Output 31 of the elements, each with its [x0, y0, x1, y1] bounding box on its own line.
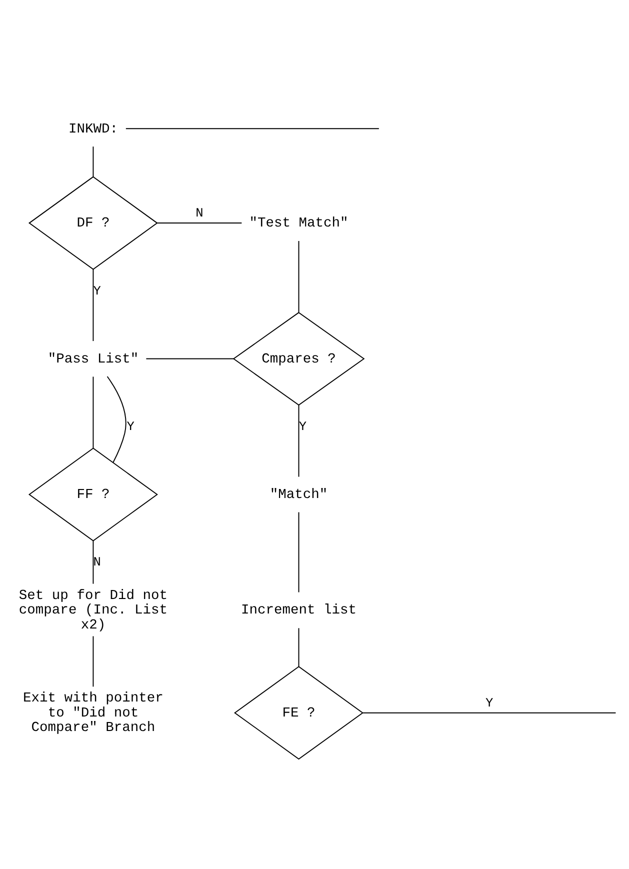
node-diamond: FE ?	[234, 666, 364, 760]
node-diamond: Cmpares ?	[232, 311, 365, 406]
connector	[146, 358, 234, 359]
connector	[92, 376, 94, 448]
node-diamond: FF ?	[28, 447, 158, 541]
node-text: "Test Match"	[249, 216, 348, 232]
node-text: INKWD:	[68, 122, 118, 137]
connector	[298, 240, 300, 312]
connector	[92, 268, 94, 342]
edge-label: N	[196, 205, 204, 220]
edge-label: Y	[93, 282, 101, 298]
connector	[106, 376, 126, 463]
connector	[298, 511, 300, 592]
edge-label: Y	[126, 418, 134, 434]
connector	[298, 404, 300, 477]
node-text: Set up for Did not compare (Inc. List x2)	[18, 588, 168, 633]
node-text: "Match"	[270, 488, 328, 503]
connector	[92, 146, 94, 177]
connector	[125, 128, 380, 129]
node-diamond: DF ?	[28, 176, 158, 270]
edge-label: Y	[485, 694, 494, 710]
node-text: Exit with pointer to "Did not Compare" Branch	[23, 691, 164, 736]
node-text: "Pass List"	[48, 352, 139, 367]
connector	[362, 712, 616, 713]
connector	[92, 540, 94, 584]
connector	[298, 627, 300, 666]
connector	[156, 222, 242, 224]
node-text: Increment list	[241, 603, 357, 618]
edge-label: Y	[298, 418, 307, 434]
edge-label: N	[93, 554, 101, 570]
connector	[92, 635, 94, 687]
